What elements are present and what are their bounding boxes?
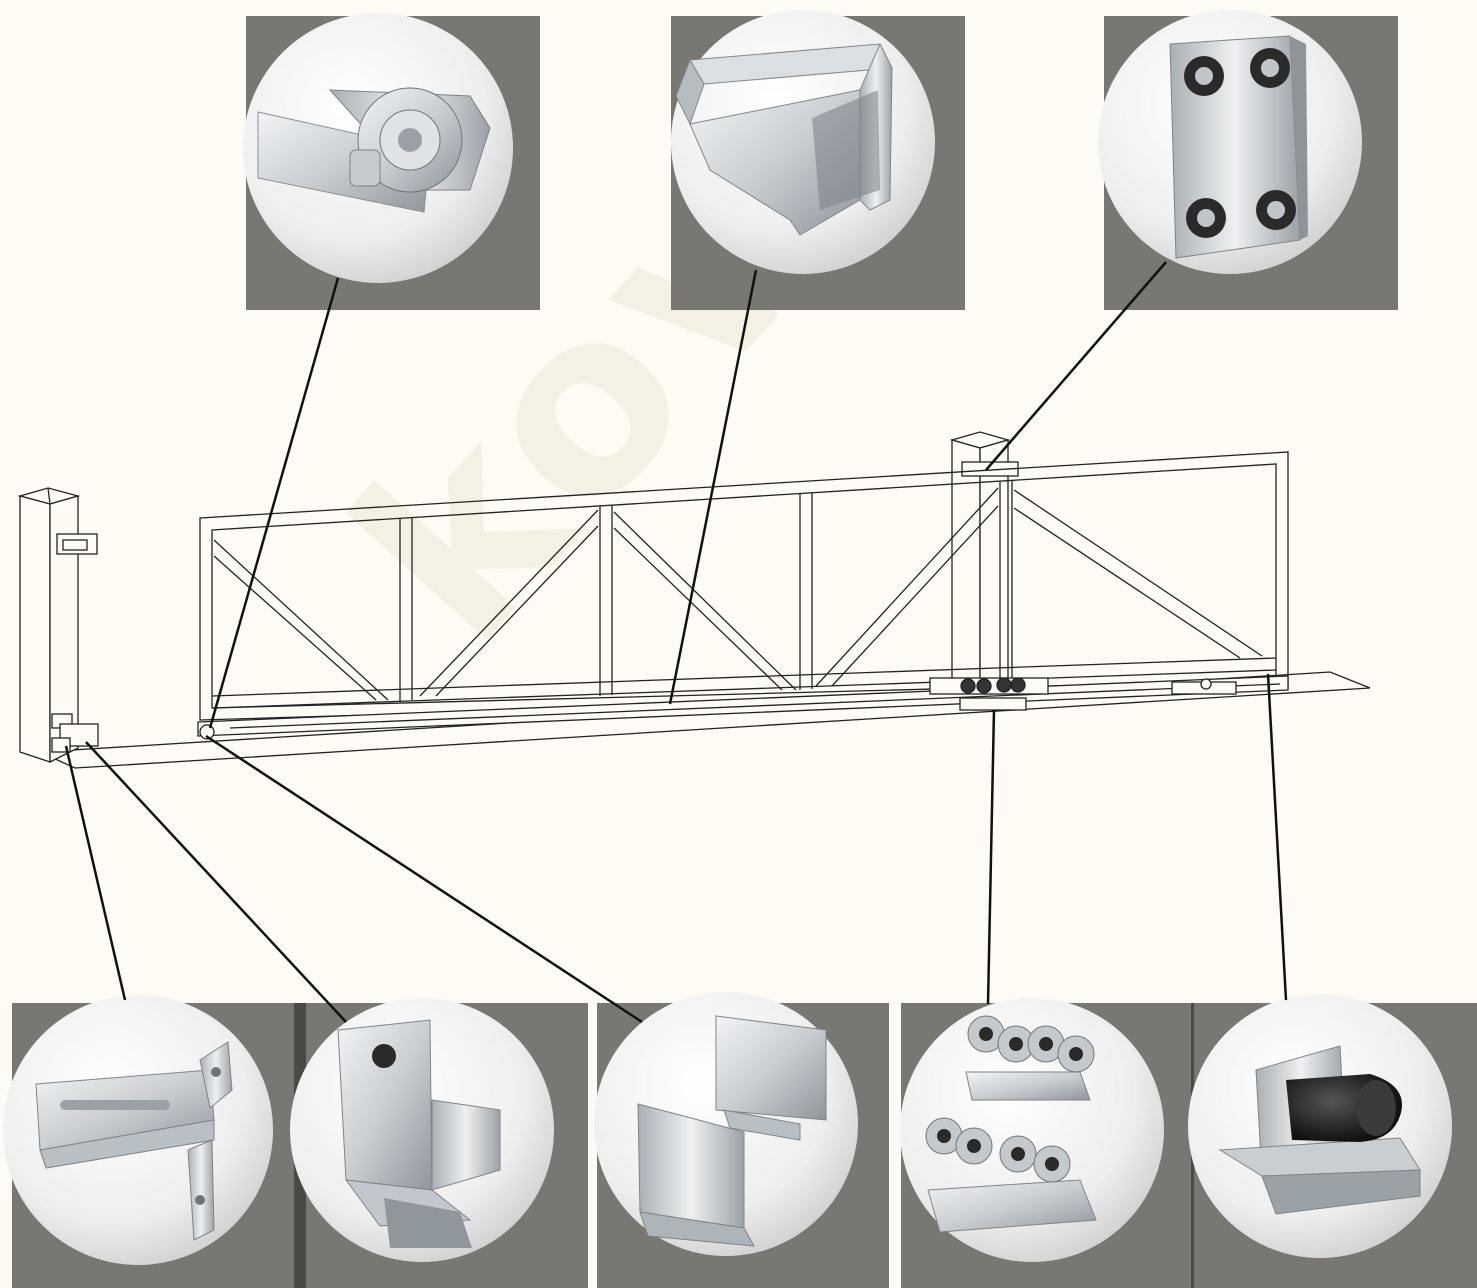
roller-carriage-icon xyxy=(900,998,1164,1262)
guide-plate-icon xyxy=(1098,10,1362,274)
adjustable-bracket-icon xyxy=(3,995,273,1265)
rail-hardware xyxy=(199,677,1237,740)
left-post xyxy=(17,487,99,764)
rubber-stopper-icon xyxy=(1188,994,1452,1258)
gate-frame xyxy=(197,451,1289,737)
leader-lines xyxy=(64,261,1288,1024)
c-profile-icon xyxy=(671,10,935,274)
end-cap-icon xyxy=(594,992,858,1256)
roller-guide-icon xyxy=(243,13,513,283)
end-catcher-icon xyxy=(290,998,554,1262)
